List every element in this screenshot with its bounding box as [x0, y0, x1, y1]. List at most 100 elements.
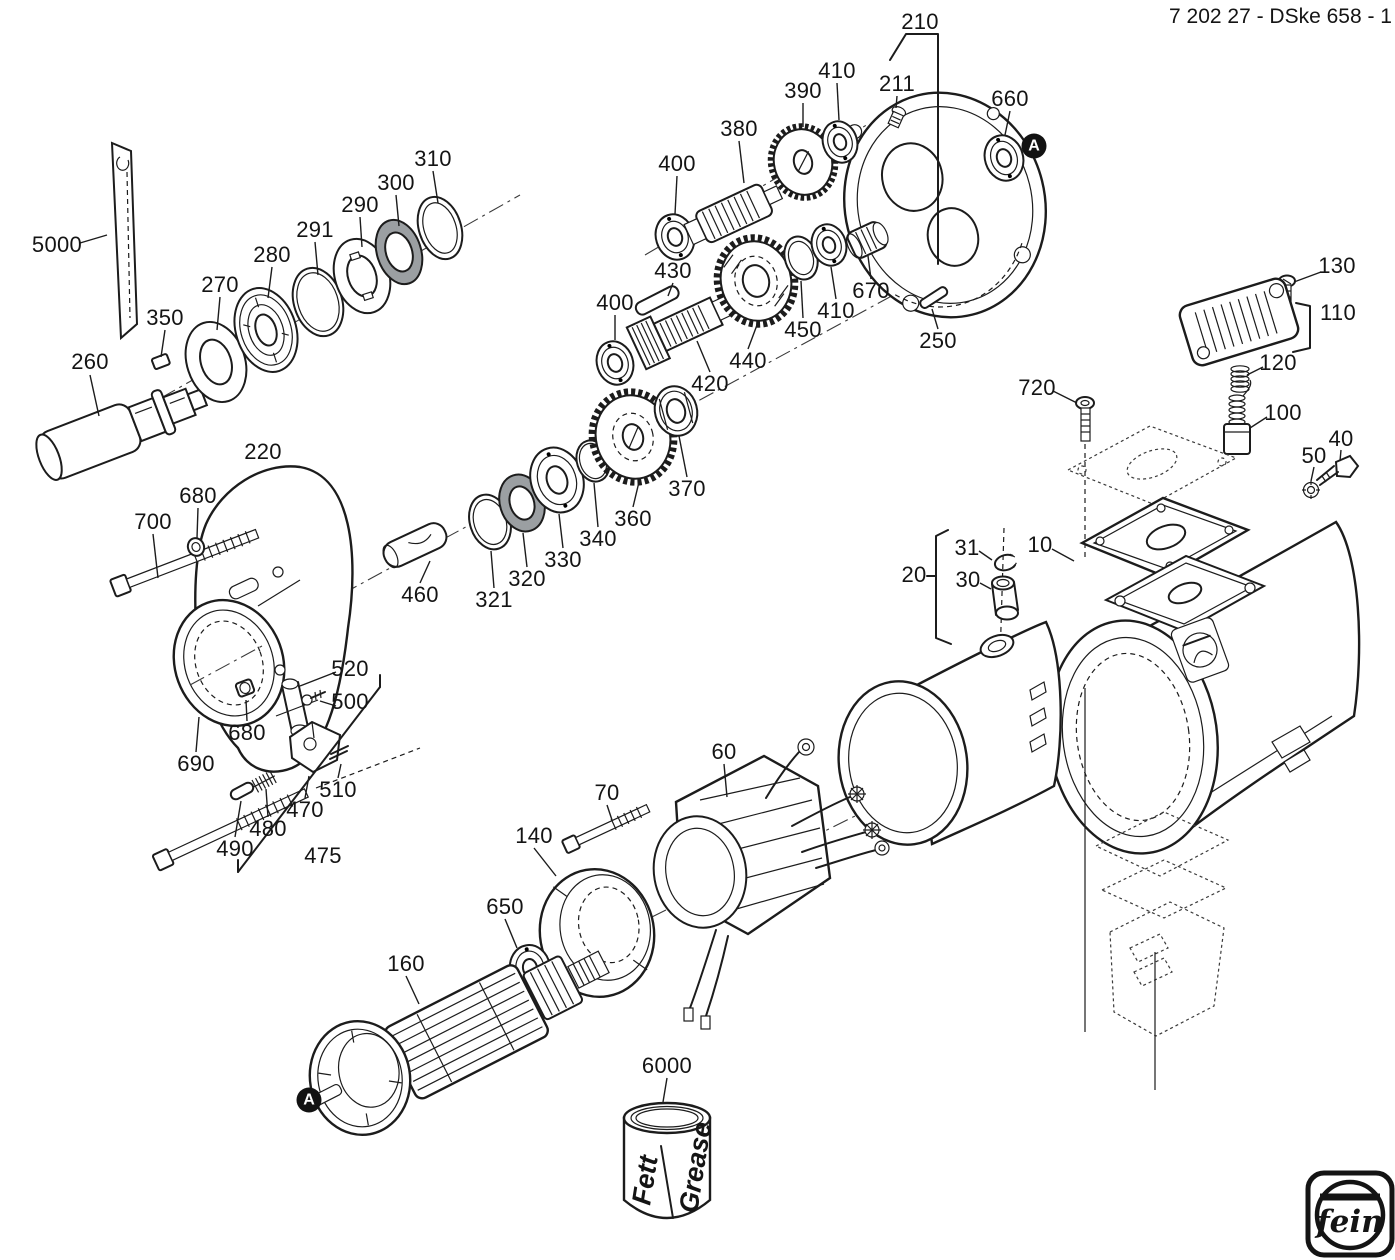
marker-A: A: [296, 1087, 322, 1113]
leader-650: [504, 918, 518, 949]
leader-350: [160, 329, 166, 358]
part-270-washer: [184, 320, 248, 404]
leader-300: [395, 194, 400, 227]
part-10-motor-housing: [1047, 520, 1361, 855]
leader-30: [979, 582, 992, 590]
leader-320: [522, 532, 528, 568]
bracket-110: [1292, 302, 1311, 353]
leader-260: [89, 374, 100, 417]
part-460-pin: [382, 522, 448, 569]
part-330-bearing: [529, 446, 585, 514]
fein-logo-text: fein: [1314, 1204, 1383, 1240]
leader-670: [867, 255, 872, 280]
leader-120: [1246, 366, 1264, 376]
part-60-stator: [652, 738, 890, 1030]
part-700-screw: [109, 528, 260, 598]
leader-680: [245, 699, 248, 722]
part-40-screw: [1316, 454, 1360, 486]
leader-140: [533, 847, 557, 877]
leader-280: [267, 266, 273, 299]
part-label-220: 220: [244, 439, 282, 464]
part-370-nut: [653, 385, 699, 437]
part-680-washer-upper: [186, 537, 206, 557]
part-290-washer: [332, 237, 392, 315]
part-label-321: 321: [475, 587, 513, 612]
part-label-290: 290: [341, 192, 379, 217]
switch-phantom: [1094, 811, 1230, 1037]
connector-lines: [1084, 688, 1156, 1090]
part-430-key: [634, 285, 680, 316]
part-label-40: 40: [1328, 426, 1354, 451]
part-480-spring: [251, 770, 277, 793]
part-label-700: 700: [134, 509, 172, 534]
leader-130: [1293, 271, 1322, 283]
part-label-520: 520: [331, 656, 369, 681]
leader-480: [265, 788, 269, 818]
leader-470: [304, 775, 310, 799]
part-label-410: 410: [818, 58, 856, 83]
leader-321: [490, 550, 495, 589]
fein-badge-icon: [1170, 617, 1230, 683]
leader-250: [931, 308, 939, 330]
part-motor-tube: [837, 620, 1062, 846]
part-label-291: 291: [296, 217, 334, 242]
part-label-250: 250: [919, 328, 957, 353]
part-label-380: 380: [720, 116, 758, 141]
part-label-500: 500: [331, 689, 369, 714]
part-label-475: 475: [304, 843, 342, 868]
leader-440: [747, 324, 758, 350]
leader-70: [606, 804, 613, 821]
part-510-pin: [329, 745, 349, 760]
part-label-330: 330: [544, 547, 582, 572]
part-label-120: 120: [1259, 350, 1297, 375]
part-label-110: 110: [1320, 300, 1356, 325]
leader-690: [195, 716, 200, 753]
part-label-510: 510: [319, 777, 357, 802]
part-label-320: 320: [508, 566, 546, 591]
part-440-gear: [713, 234, 799, 328]
part-470-lever: [288, 720, 342, 774]
part-label-470: 470: [286, 797, 324, 822]
leader-60: [723, 763, 728, 798]
bracket-20: [926, 529, 952, 645]
part-label-31: 31: [954, 535, 980, 560]
part-410-bearing-mid: [810, 223, 848, 267]
part-450-ring: [783, 235, 819, 281]
leader-211: [895, 95, 898, 109]
part-label-6000: 6000: [641, 1053, 693, 1078]
part-6000-grease-can: Fett Grease: [622, 1101, 717, 1220]
part-label-270: 270: [201, 272, 239, 297]
part-label-310: 310: [414, 146, 452, 171]
leader-380: [738, 140, 745, 184]
leader-490: [234, 800, 242, 838]
gasket-phantom: [1066, 425, 1238, 505]
part-30-bushing: [991, 575, 1019, 621]
part-410-bearing-top: [821, 120, 859, 164]
fein-logo-icon: fein: [1305, 1170, 1395, 1258]
part-720-screw: [1075, 396, 1095, 442]
part-label-390: 390: [784, 78, 822, 103]
part-100-carbon-brush: [1223, 379, 1252, 455]
part-680-nut-lower: [234, 678, 256, 698]
leader-500: [319, 700, 337, 707]
part-label-420: 420: [691, 371, 729, 396]
leader-450: [800, 280, 804, 319]
part-label-660: 660: [991, 86, 1029, 111]
part-label-430: 430: [654, 258, 692, 283]
part-160-armature: [308, 950, 610, 1137]
part-390-gear: [767, 123, 839, 201]
part-label-680: 680: [228, 720, 266, 745]
part-label-400: 400: [596, 290, 634, 315]
part-cover-plate: [1079, 496, 1251, 579]
leader-410: [830, 266, 837, 300]
part-350-key: [150, 353, 171, 370]
leader-370: [678, 435, 688, 478]
part-260-spindle: [35, 387, 209, 481]
leader-290: [359, 216, 363, 248]
part-label-70: 70: [594, 780, 620, 805]
part-label-650: 650: [486, 894, 524, 919]
part-310-ring: [416, 195, 464, 261]
part-250-pin: [919, 286, 949, 309]
part-label-490: 490: [216, 836, 254, 861]
part-280-bearing: [233, 287, 299, 373]
